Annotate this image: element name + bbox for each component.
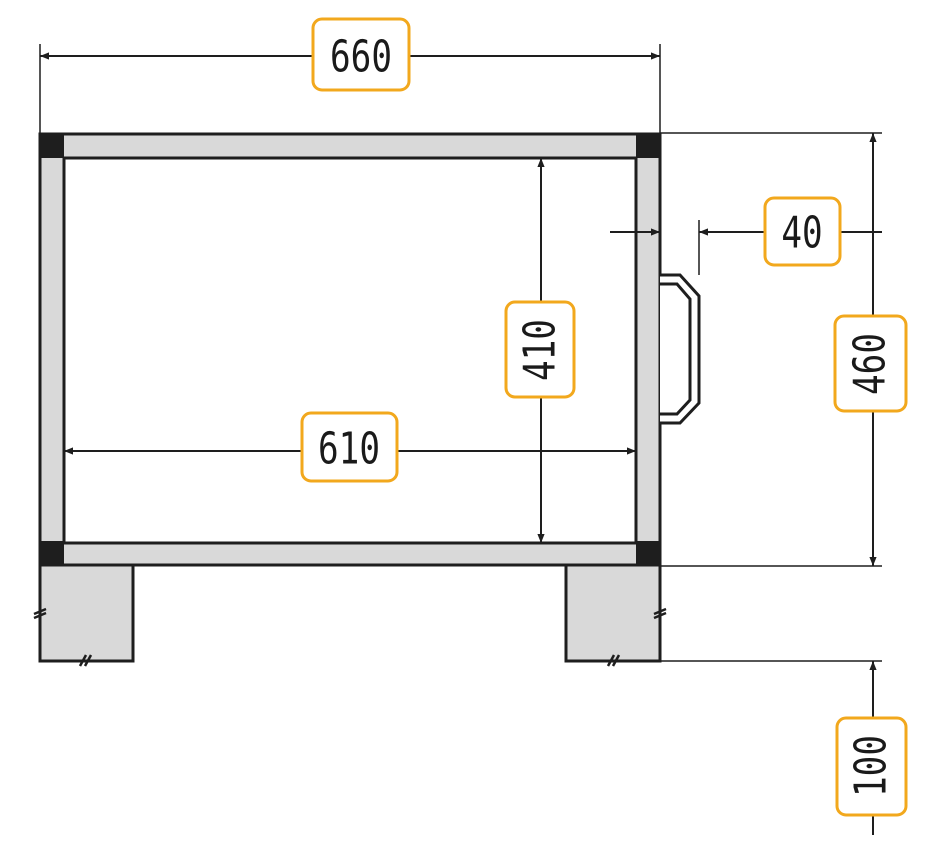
corner-block: [40, 134, 64, 158]
handle: [660, 273, 701, 425]
label-leg-height: 100: [835, 716, 908, 817]
label-overall-height: 460: [833, 314, 908, 413]
svg-text:40: 40: [781, 207, 822, 258]
label-handle-offset: 40: [763, 196, 842, 267]
svg-text:660: 660: [330, 31, 392, 82]
label-overall-width: 660: [311, 17, 411, 92]
extension-lines: [39, 44, 882, 662]
corner-block: [636, 541, 660, 565]
svg-text:100: 100: [845, 735, 896, 797]
svg-text:610: 610: [318, 423, 380, 474]
label-inner-height: 410: [504, 300, 576, 399]
svg-text:460: 460: [844, 333, 895, 395]
corner-block: [40, 541, 64, 565]
left-leg: [33, 565, 135, 667]
right-leg: [564, 565, 667, 667]
svg-text:410: 410: [514, 319, 565, 381]
corner-block: [636, 134, 660, 158]
label-inner-width: 610: [300, 411, 399, 483]
